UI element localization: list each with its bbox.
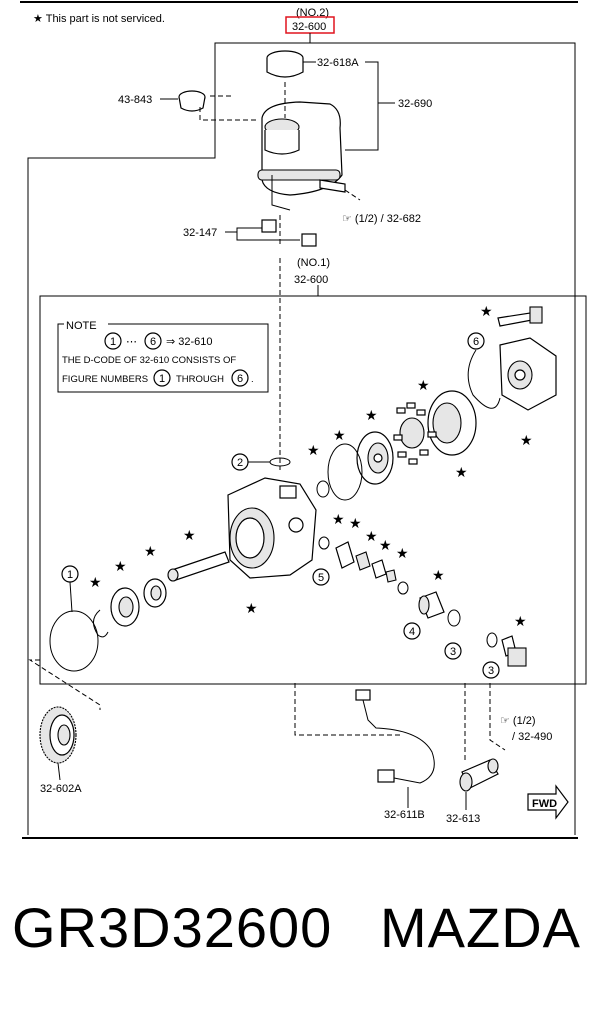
- filler-cap: [178, 90, 206, 112]
- connector: [418, 591, 445, 619]
- gear: [39, 706, 77, 764]
- ref-32-682: ☞ (1/2) / 32-682: [342, 213, 421, 225]
- snap-ring: [93, 609, 109, 638]
- star-oring-large: ★: [333, 428, 346, 444]
- callout-4-text: 4: [409, 626, 415, 638]
- clip-upper: [261, 219, 277, 233]
- pump-cover: [499, 337, 557, 411]
- callout-6-text: 6: [473, 336, 479, 348]
- note-line1-end: ⇒ 32-610: [166, 336, 213, 348]
- clip-lower: [301, 233, 317, 247]
- callout-2-text: 2: [237, 457, 243, 469]
- note-line3-a: FIGURE NUMBERS: [62, 374, 148, 385]
- callout-3a-text: 3: [450, 646, 456, 658]
- note-line3-c: .: [251, 374, 254, 385]
- star-shaft: ★: [183, 528, 196, 544]
- pump-body: [227, 477, 317, 579]
- note-title: NOTE: [66, 320, 97, 332]
- callout-5-text: 5: [318, 572, 324, 584]
- ref-32-490-b: / 32-490: [512, 731, 552, 743]
- ref-32-490-a: ☞ (1/2): [500, 715, 536, 727]
- star-fc2: ★: [349, 516, 362, 532]
- label-32-611B: 32-611B: [384, 809, 425, 821]
- pump-assembly-frame: [39, 295, 587, 685]
- note-box: NOTE 1 ⋯ 6 ⇒ 32-610 THE D-CODE OF 32-610…: [57, 320, 269, 393]
- cam-ring: [427, 390, 477, 456]
- label-32-147: 32-147: [183, 227, 217, 239]
- star-seal-left: ★: [144, 544, 157, 560]
- label-32-690: 32-690: [398, 98, 432, 110]
- note-line2: THE D-CODE OF 32-610 CONSISTS OF: [62, 355, 236, 366]
- no1-label: (NO.1): [297, 257, 330, 269]
- bearing: [110, 587, 140, 627]
- star-body: ★: [245, 601, 258, 617]
- forward-arrow-icon: FWD: [527, 784, 569, 820]
- star-sideplate: ★: [365, 408, 378, 424]
- o-ring-3a: [447, 609, 461, 627]
- inner-code: 32-600: [294, 274, 328, 286]
- brand-title: MAZDA: [380, 896, 581, 959]
- flow-control-valve: [335, 541, 397, 583]
- note-n6-b: 6: [237, 373, 243, 385]
- o-ring-1: [49, 610, 99, 672]
- star-fc5: ★: [396, 546, 409, 562]
- note-ellipsis: ⋯: [126, 336, 137, 348]
- star-camring: ★: [417, 378, 430, 394]
- star-bearing: ★: [114, 559, 127, 575]
- note-n6-a: 6: [150, 336, 156, 348]
- o-ring-fc: [397, 581, 409, 595]
- o-ring-large: [327, 443, 363, 501]
- star-snapring: ★: [89, 575, 102, 591]
- o-ring-small: [316, 480, 330, 498]
- pipe-fitting: [459, 758, 499, 792]
- star-fc1: ★: [332, 512, 345, 528]
- star-oring-small: ★: [307, 443, 320, 459]
- side-plate: [356, 431, 394, 485]
- callout-3b: [482, 661, 500, 679]
- callout-6: [467, 332, 485, 350]
- note-n1-a: 1: [110, 336, 116, 348]
- label-32-602A: 32-602A: [40, 783, 82, 795]
- star-vanes: ★: [455, 465, 468, 481]
- outer-frame-left: [27, 42, 310, 835]
- star-fc6: ★: [432, 568, 445, 584]
- top-code: 32-600: [292, 21, 326, 33]
- callout-4: [403, 622, 421, 640]
- label-32-613: 32-613: [446, 813, 480, 825]
- reservoir-cap: [266, 50, 304, 78]
- oil-seal: [143, 578, 167, 608]
- note-line3-b: THROUGH: [176, 374, 224, 385]
- star-bolt: ★: [480, 304, 493, 320]
- callout-1-text: 1: [67, 569, 73, 581]
- top-code-no: (NO.2): [296, 7, 329, 19]
- star-cover: ★: [520, 433, 533, 449]
- drive-shaft: [167, 551, 230, 582]
- fwd-label: FWD: [532, 798, 557, 810]
- part-number-title: GR3D32600: [12, 896, 333, 959]
- star-fc4: ★: [379, 538, 392, 554]
- o-ring-5: [318, 536, 330, 550]
- star-fc3: ★: [365, 529, 378, 545]
- not-serviced-note: ★ This part is not serviced.: [33, 13, 165, 25]
- o-ring-3b: [486, 632, 498, 648]
- callout-3b-text: 3: [488, 665, 494, 677]
- reservoir-tank: [257, 101, 346, 211]
- callout-5: [312, 568, 330, 586]
- label-32-618A: 32-618A: [317, 57, 359, 69]
- pressure-sensor: [355, 689, 435, 784]
- rotor-vanes: [393, 402, 437, 465]
- plug-bolt: [501, 635, 527, 667]
- o-ring-6: [467, 349, 501, 409]
- note-n1-b: 1: [159, 373, 165, 385]
- label-43-843: 43-843: [118, 94, 152, 106]
- outer-frame-right: [309, 33, 576, 835]
- cover-bolt: [497, 306, 543, 327]
- star-plug: ★: [514, 614, 527, 630]
- callout-3a: [444, 642, 462, 660]
